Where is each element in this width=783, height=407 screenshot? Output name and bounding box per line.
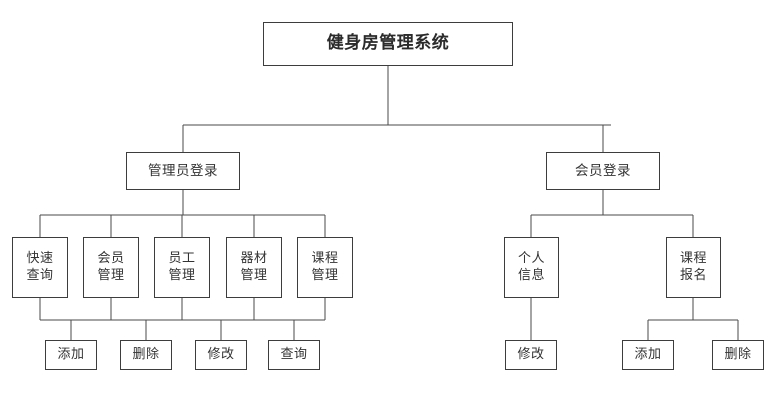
node-member-action-modify[interactable]: 修改 [505,340,557,370]
node-staff-management[interactable]: 员工 管理 [154,237,210,298]
node-root-system-label: 健身房管理系统 [326,33,450,54]
node-member-action-delete[interactable]: 删除 [712,340,764,370]
node-admin-login-label: 管理员登录 [148,162,218,179]
node-member-management-label: 会员 管理 [97,251,125,283]
node-quick-query[interactable]: 快速 查询 [12,237,68,298]
node-root-system[interactable]: 健身房管理系统 [263,22,513,66]
node-quick-query-label: 快速 查询 [26,251,54,283]
node-member-action-delete-label: 删除 [724,346,752,362]
node-equipment-management-label: 器材 管理 [240,251,268,283]
node-member-login-label: 会员登录 [575,162,631,179]
node-member-login[interactable]: 会员登录 [546,152,660,190]
node-admin-login[interactable]: 管理员登录 [126,152,240,190]
node-course-signup-label: 课程 报名 [679,251,707,283]
node-member-management[interactable]: 会员 管理 [83,237,139,298]
node-member-action-modify-label: 修改 [517,346,545,362]
node-admin-action-delete[interactable]: 删除 [120,340,172,370]
node-admin-action-modify-label: 修改 [207,346,235,362]
node-admin-action-add[interactable]: 添加 [45,340,97,370]
node-admin-action-add-label: 添加 [57,346,85,362]
node-admin-action-modify[interactable]: 修改 [195,340,247,370]
node-admin-action-delete-label: 删除 [132,346,160,362]
node-member-action-add[interactable]: 添加 [622,340,674,370]
node-course-signup[interactable]: 课程 报名 [666,237,721,298]
node-personal-info-label: 个人 信息 [517,251,545,283]
node-admin-action-query[interactable]: 查询 [268,340,320,370]
node-course-management[interactable]: 课程 管理 [297,237,353,298]
node-course-management-label: 课程 管理 [311,251,339,283]
node-equipment-management[interactable]: 器材 管理 [226,237,282,298]
node-personal-info[interactable]: 个人 信息 [504,237,559,298]
node-staff-management-label: 员工 管理 [168,251,196,283]
node-member-action-add-label: 添加 [634,346,662,362]
node-admin-action-query-label: 查询 [280,346,308,362]
